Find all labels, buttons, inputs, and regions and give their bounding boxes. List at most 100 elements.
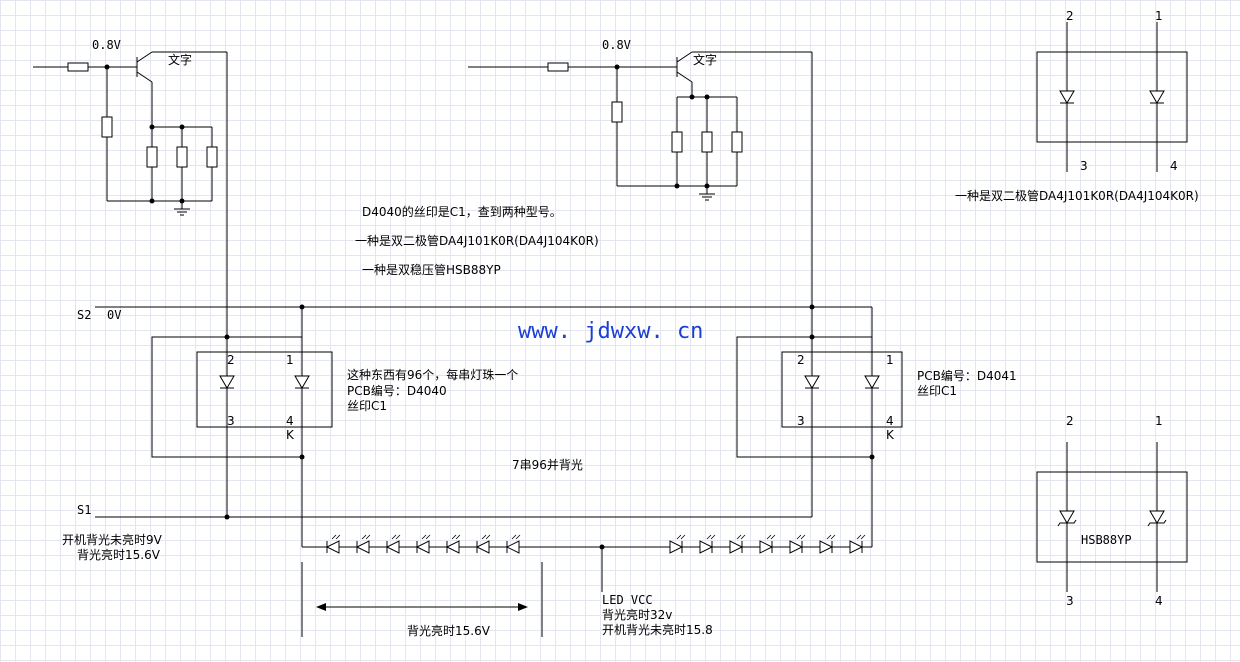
center-label: 7串96并背光 (512, 458, 583, 472)
right-desc-1: PCB编号：D4041 (917, 368, 1017, 383)
arrow-label: 背光亮时15.6V (407, 623, 491, 638)
hsb-label: HSB88YP (1081, 533, 1132, 547)
voltage-arrow: 背光亮时15.6V (316, 603, 528, 638)
pin-label: 2 (1066, 9, 1074, 23)
junction-dot (674, 183, 680, 189)
led-string-left (326, 534, 521, 554)
input-resistor-left (67, 62, 89, 72)
led-icon (849, 534, 866, 554)
pin-label: K (886, 428, 895, 442)
input-resistor-right (547, 62, 569, 72)
text-label: 文字 (168, 52, 192, 67)
pin-label: 3 (797, 414, 805, 428)
pin-label: 3 (227, 414, 235, 428)
pin-label: 4 (886, 414, 894, 428)
pin-label: 4 (1170, 159, 1178, 173)
note-line-3: 一种是双稳压管HSB88YP (362, 262, 501, 277)
s1-note-2: 背光亮时15.6V (77, 547, 161, 562)
led-icon (386, 534, 401, 554)
resistor (701, 131, 713, 153)
diode-icon (864, 375, 880, 389)
diode-icon (219, 375, 235, 389)
led-icon (506, 534, 521, 554)
diode-icon (804, 375, 820, 389)
ref-hsb88yp: 2 1 3 4 HSB88YP (1036, 414, 1188, 608)
s1-label: S1 (77, 503, 91, 517)
resistor (146, 146, 158, 168)
junction-dot (704, 94, 710, 100)
led-icon (669, 534, 686, 554)
junction-dot (104, 64, 110, 70)
led-icon (789, 534, 806, 554)
watermark-url: www. jdwxw. cn (518, 319, 703, 344)
resistor (101, 116, 113, 138)
pin-label: 2 (227, 353, 235, 367)
junction-dot (299, 304, 305, 310)
diode-pack-d4041: 2 1 3 4 K (736, 336, 903, 458)
pin-label: 3 (1080, 159, 1088, 173)
note-line-2: 一种是双二极管DA4J101K0R(DA4J104K0R) (355, 233, 599, 248)
pin-label: K (286, 428, 295, 442)
resistor (206, 146, 218, 168)
diode-icon (1149, 90, 1165, 104)
note-line-1: D4040的丝印是C1，查到两种型号。 (362, 204, 562, 219)
junction-dot (149, 124, 155, 130)
led-icon (476, 534, 491, 554)
diode-icon (294, 375, 310, 389)
led-note-1: 背光亮时32v (602, 607, 672, 622)
junction-dot (179, 124, 185, 130)
junction-dot (614, 64, 620, 70)
led-icon (699, 534, 716, 554)
junction-dot (149, 198, 155, 204)
zener-icon (1147, 510, 1167, 527)
ov-label: 0V (107, 308, 121, 322)
pin-label: 1 (1155, 9, 1163, 23)
diode-icon (1059, 90, 1075, 104)
resistor (176, 146, 188, 168)
junction-dot (224, 514, 230, 520)
led-icon (326, 534, 341, 554)
led-icon (819, 534, 836, 554)
ref-caption: 一种是双二极管DA4J101K0R(DA4J104K0R) (955, 188, 1199, 203)
led-icon (416, 534, 431, 554)
junction-dot (599, 544, 605, 550)
ref-da4j101k0r: 2 1 3 4 一种是双二极管DA4J101K0R(DA4J104K0R) (955, 9, 1199, 203)
led-note-2: 开机背光未亮时15.8 (602, 622, 713, 637)
annotations: D4040的丝印是C1，查到两种型号。 一种是双二极管DA4J101K0R(DA… (62, 204, 1017, 637)
junction-dot (689, 94, 695, 100)
right-desc-2: 丝印C1 (917, 384, 957, 398)
voltage-label: 0.8V (602, 38, 631, 52)
led-vcc-label: LED VCC (602, 593, 653, 607)
pin-label: 3 (1066, 594, 1074, 608)
voltage-label: 0.8V (92, 38, 121, 52)
top-left-circuit: 0.8V 文字 (33, 38, 227, 216)
left-desc-1: 这种东西有96个，每串灯珠一个 (347, 367, 518, 382)
text-label: 文字 (693, 52, 717, 67)
pin-label: 4 (1155, 594, 1163, 608)
main-rails: S2 0V S1 (77, 52, 875, 637)
junction-dot (809, 304, 815, 310)
s1-note-1: 开机背光未亮时9V (62, 532, 163, 547)
led-icon (759, 534, 776, 554)
zener-icon (1057, 510, 1077, 527)
top-center-circuit: 0.8V 文字 (468, 38, 812, 201)
pin-label: 2 (797, 353, 805, 367)
led-string-right (669, 534, 866, 554)
led-icon (446, 534, 461, 554)
pin-label: 1 (1155, 414, 1163, 428)
pin-label: 2 (1066, 414, 1074, 428)
left-desc-2: PCB编号：D4040 (347, 383, 447, 398)
pin-label: 1 (286, 353, 294, 367)
ground-icon (173, 208, 191, 216)
resistor (671, 131, 683, 153)
resistor (731, 131, 743, 153)
pin-label: 4 (286, 414, 294, 428)
resistor (611, 101, 623, 123)
led-icon (729, 534, 746, 554)
ground-icon (698, 193, 716, 201)
led-icon (356, 534, 371, 554)
left-desc-3: 丝印C1 (347, 399, 387, 413)
junction-dot (179, 198, 185, 204)
s2-label: S2 (77, 308, 91, 322)
